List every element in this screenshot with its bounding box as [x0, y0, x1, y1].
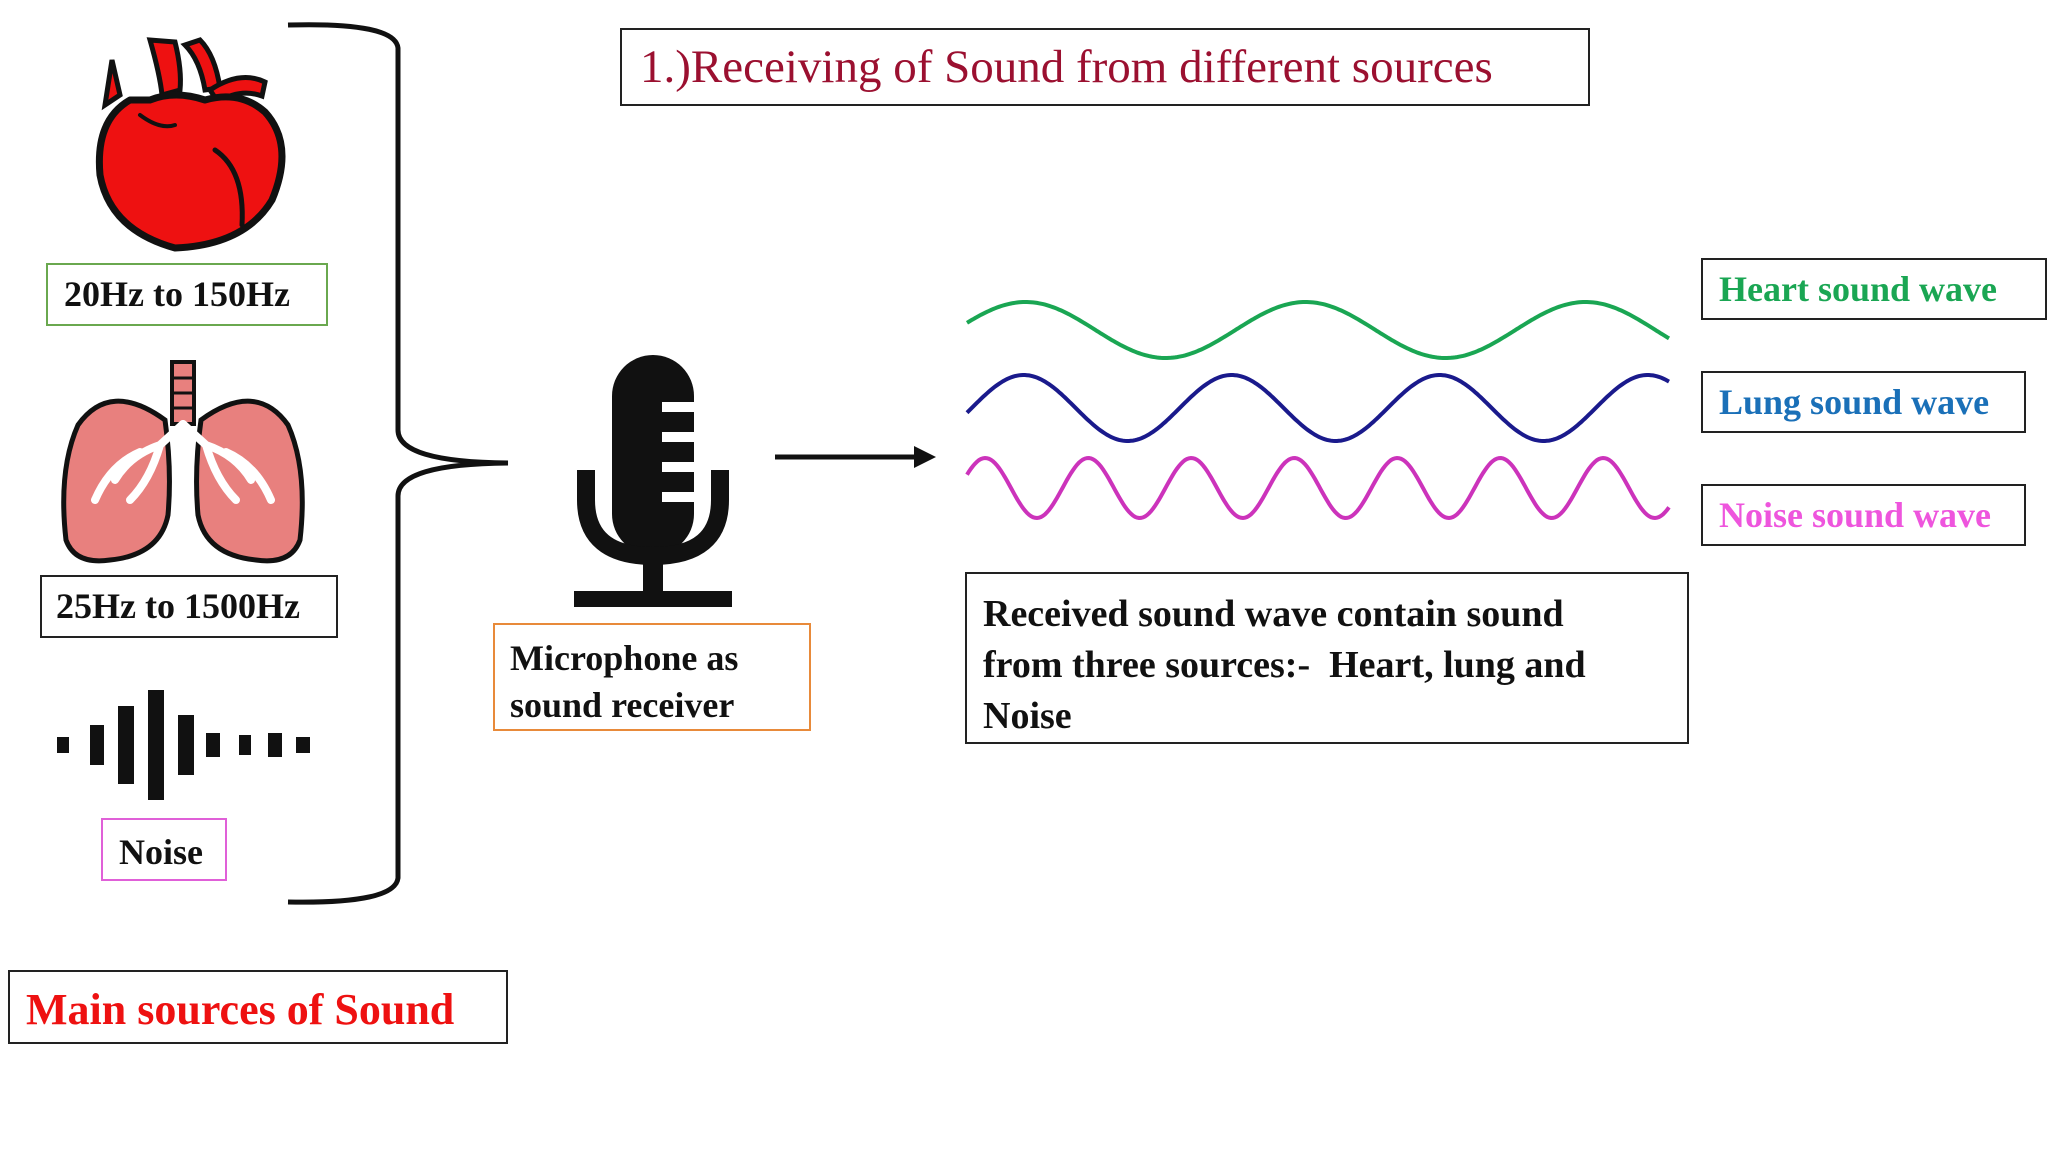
sources-brace — [287, 22, 509, 905]
received-line1: Received sound wave contain sound — [983, 593, 1564, 635]
heart-sound-wave — [965, 300, 1671, 360]
legend-lung-sound-wave: Lung sound wave — [1701, 371, 2026, 433]
main-sources-label: Main sources of Sound — [8, 970, 508, 1044]
heart-icon — [95, 37, 286, 252]
microphone-icon — [574, 355, 732, 607]
lungs-icon — [61, 360, 305, 564]
noise-sound-wave — [965, 455, 1671, 521]
received-wave-description: Received sound wave contain sound from t… — [965, 572, 1689, 744]
received-line2: from three sources:- Heart, lung and — [983, 644, 1586, 686]
microphone-label-line2: sound receiver — [510, 685, 735, 725]
noise-label: Noise — [101, 818, 227, 881]
arrow — [775, 446, 936, 468]
lung-frequency-label: 25Hz to 1500Hz — [40, 575, 338, 638]
heart-frequency-label: 20Hz to 150Hz — [46, 263, 328, 326]
microphone-label-line1: Microphone as — [510, 638, 739, 678]
microphone-label: Microphone as sound receiver — [493, 623, 811, 731]
page-title: 1.)Receiving of Sound from different sou… — [620, 28, 1590, 106]
legend-noise-sound-wave: Noise sound wave — [1701, 484, 2026, 546]
noise-waveform-icon — [57, 690, 310, 800]
lung-sound-wave — [965, 373, 1670, 443]
received-line3: Noise — [983, 695, 1072, 737]
legend-heart-sound-wave: Heart sound wave — [1701, 258, 2047, 320]
